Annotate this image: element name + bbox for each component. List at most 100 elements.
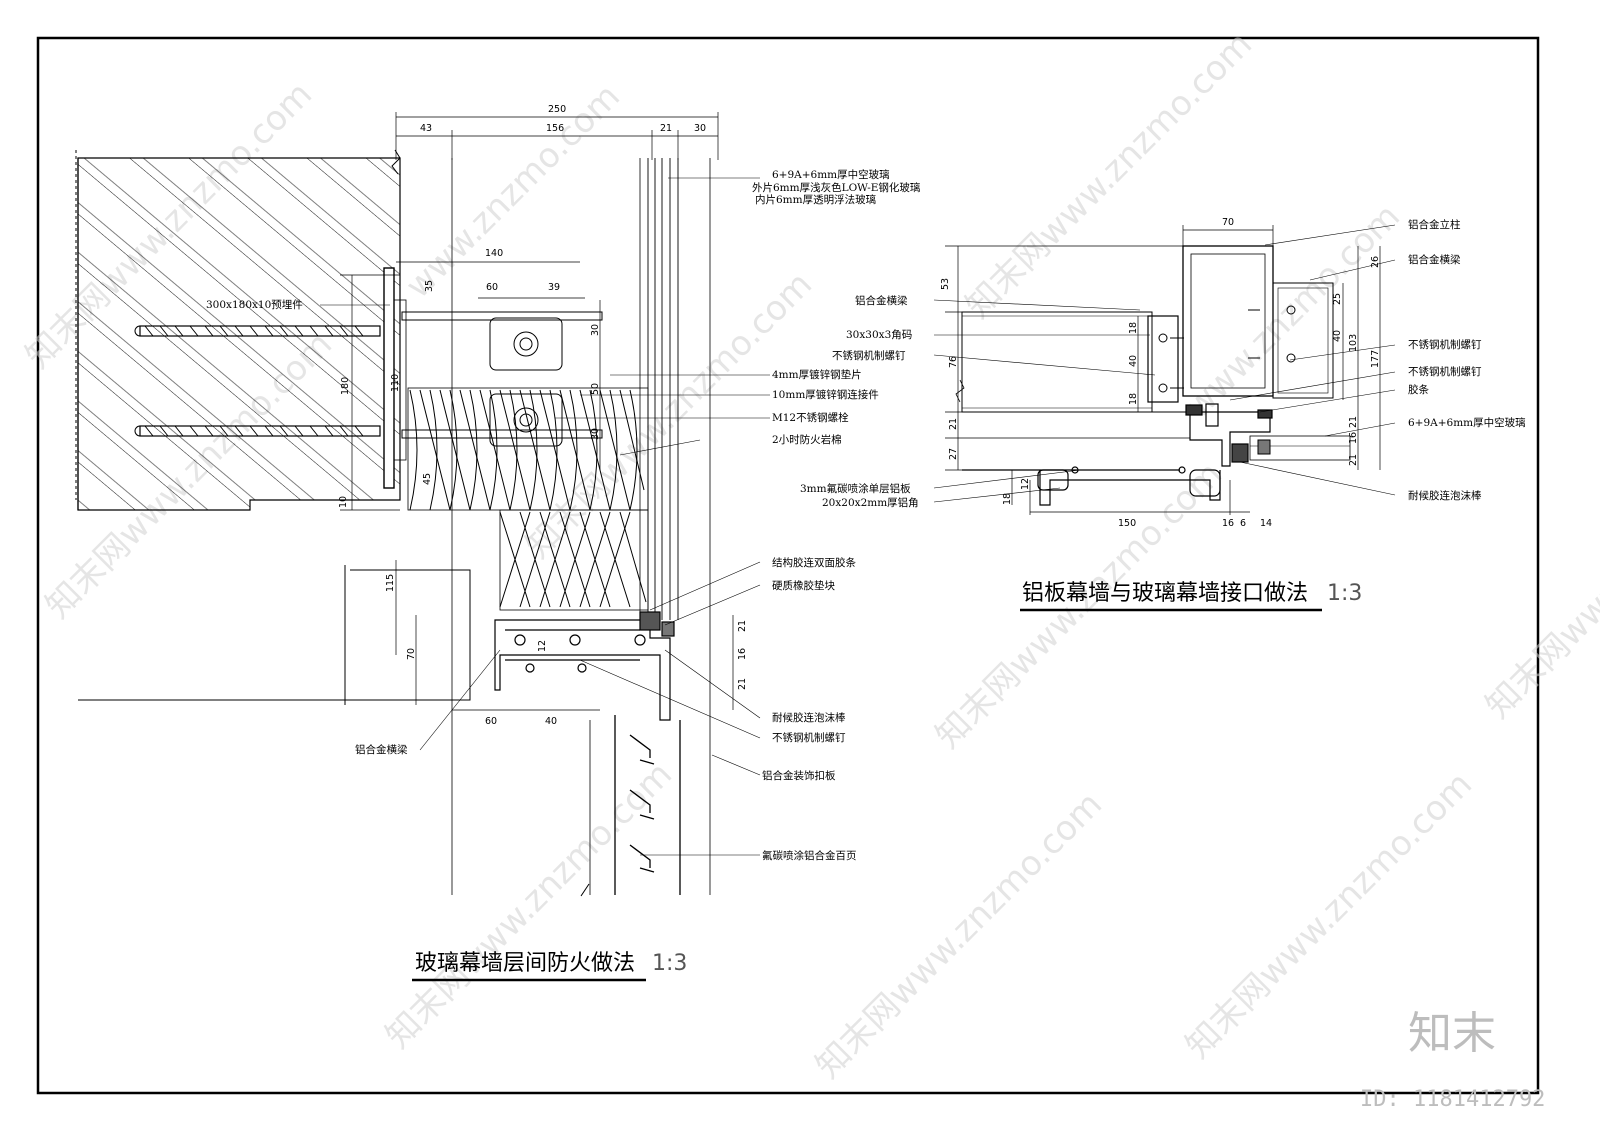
watermark-text: www.znzmo.com (398, 76, 628, 306)
note-sealant-right: 耐候胶连泡沫棒 (1408, 489, 1482, 502)
dim-label: 21 (1348, 454, 1359, 466)
note-cover: 铝合金装饰扣板 (762, 769, 836, 782)
dim-label: 21 (737, 620, 748, 632)
louvers (614, 715, 681, 895)
watermark-text: www.znzmo.com (1178, 196, 1408, 426)
watermark-text: 知末网www.znzmo.com (808, 784, 1110, 1086)
dim-label: 21 (948, 418, 959, 430)
dim-label: 16 (737, 648, 748, 660)
dim-label: 156 (546, 123, 564, 134)
left-annotations: 6+9A+6mm厚中空玻璃 外片6mm厚浅灰色LOW-E钢化玻璃 内片6mm厚透… (206, 168, 920, 862)
note-screw-left: 不锈钢机制螺钉 (832, 349, 906, 362)
aluminum-beam-profile (494, 611, 675, 721)
dim-label: 21 (737, 678, 748, 690)
dim-label: 21 (660, 123, 672, 134)
brand-logo: 知末 (1408, 1008, 1496, 1059)
right-dimension-labels: 70 53 26 25 40 103 177 18 40 18 76 21 27… (940, 217, 1381, 529)
note-screw-right-2: 不锈钢机制螺钉 (1408, 365, 1482, 378)
dim-label: 70 (406, 648, 417, 660)
dim-label: 25 (1332, 293, 1343, 305)
note-panel: 3mm氟碳喷涂单层铝板 (800, 482, 911, 495)
image-id: ID: 1181412792 (1360, 1087, 1545, 1112)
note-strip: 胶条 (1408, 383, 1430, 396)
dim-label: 103 (1348, 334, 1359, 352)
note-beam: 铝合金横梁 (355, 743, 408, 756)
dim-label: 180 (340, 377, 351, 395)
dim-label: 250 (548, 104, 566, 115)
note-louver: 氟碳喷涂铝合金百页 (762, 849, 857, 862)
insulated-glass (647, 158, 679, 620)
dim-label: 16 (1348, 432, 1359, 444)
dim-label: 115 (385, 574, 396, 592)
dim-label: 40 (1128, 355, 1139, 367)
note-rockwool: 2小时防火岩棉 (772, 433, 842, 446)
m12-bolts (489, 317, 563, 447)
dim-label: 14 (1260, 518, 1272, 529)
dim-label: 18 (1128, 322, 1139, 334)
note-screw-right-1: 不锈钢机制螺钉 (1408, 338, 1482, 351)
note-glass: 6+9A+6mm厚中空玻璃 (772, 168, 890, 181)
dim-label: 27 (948, 448, 959, 460)
dim-label: 53 (940, 278, 951, 290)
dim-label: 40 (545, 716, 557, 727)
dim-label: 30 (590, 324, 601, 336)
dim-label: 35 (424, 280, 435, 292)
dim-label: 10 (338, 496, 349, 508)
note-glass-outer: 外片6mm厚浅灰色LOW-E钢化玻璃 (752, 181, 920, 194)
dim-label: 18 (1002, 493, 1013, 505)
right-drawing-scale: 1:3 (1327, 581, 1362, 606)
note-sealant: 耐候胶连泡沫棒 (772, 711, 846, 724)
dim-label: 60 (486, 282, 498, 293)
note-bolt: M12不锈钢螺栓 (772, 411, 849, 424)
note-beam-right: 铝合金横梁 (1408, 253, 1461, 266)
dim-label: 140 (485, 248, 503, 259)
right-drawing-title: 铝板幕墙与玻璃幕墙接口做法 (1022, 581, 1308, 606)
dim-label: 18 (1128, 393, 1139, 405)
dim-label: 30 (694, 123, 706, 134)
sheet-border (36, 36, 1540, 1095)
dim-label: 26 (1370, 256, 1381, 268)
joint-profile (1037, 403, 1273, 506)
note-plate: 4mm厚镀锌钢垫片 (772, 368, 862, 381)
dim-label: 76 (948, 356, 959, 368)
note-glass-inner: 内片6mm厚透明浮法玻璃 (755, 193, 876, 206)
dim-label: 110 (390, 374, 401, 392)
right-annotations: 铝合金立柱 铝合金横梁 铝合金横梁 30x30x3角码 不锈钢机制螺钉 不锈钢机… (800, 218, 1526, 509)
leader-lines (320, 177, 770, 856)
dim-label: 150 (1118, 518, 1136, 529)
left-dimensions (340, 274, 734, 711)
fire-rockwool (407, 387, 649, 611)
dim-label: 45 (422, 473, 433, 485)
dim-label: 16 (1222, 518, 1234, 529)
left-drawing-scale: 1:3 (652, 951, 687, 976)
note-angle20: 20x20x2mm厚铝角 (822, 496, 919, 509)
note-screw: 不锈钢机制螺钉 (772, 731, 846, 744)
dim-label: 12 (1020, 478, 1031, 490)
dim-label: 40 (1332, 330, 1343, 342)
watermark-text: 知末网www.znzmo.com (958, 24, 1260, 326)
dim-label: 30 (590, 428, 601, 440)
note-glass-right: 6+9A+6mm厚中空玻璃 (1408, 416, 1526, 429)
left-drawing-title: 玻璃幕墙层间防火做法 (415, 951, 635, 976)
note-column: 铝合金立柱 (1408, 218, 1461, 231)
right-dimensions (945, 225, 1381, 515)
left-dimension-labels: 250 43 156 21 30 140 60 39 35 180 110 45… (338, 104, 748, 727)
anchor-rods (134, 325, 381, 437)
dim-label: 70 (1222, 217, 1234, 228)
dim-label: 60 (485, 716, 497, 727)
note-embed: 300x180x10预埋件 (206, 299, 303, 311)
dim-label: 39 (548, 282, 560, 293)
note-beam-left: 铝合金横梁 (855, 294, 908, 307)
watermark-text: 知末网www.znzmo.com (378, 754, 680, 1056)
dim-label: 21 (1348, 416, 1359, 428)
dim-label: 50 (590, 383, 601, 395)
note-connector: 10mm厚镀锌钢连接件 (772, 388, 879, 401)
right-leader-lines (933, 224, 1396, 503)
note-rubber: 硬质橡胶垫块 (772, 579, 835, 592)
dim-label: 12 (537, 640, 548, 652)
note-angle: 30x30x3角码 (846, 329, 912, 341)
dim-label: 6 (1240, 518, 1246, 529)
note-struct-tape: 结构胶连双面胶条 (772, 556, 856, 569)
left-detail-drawing (75, 112, 770, 897)
